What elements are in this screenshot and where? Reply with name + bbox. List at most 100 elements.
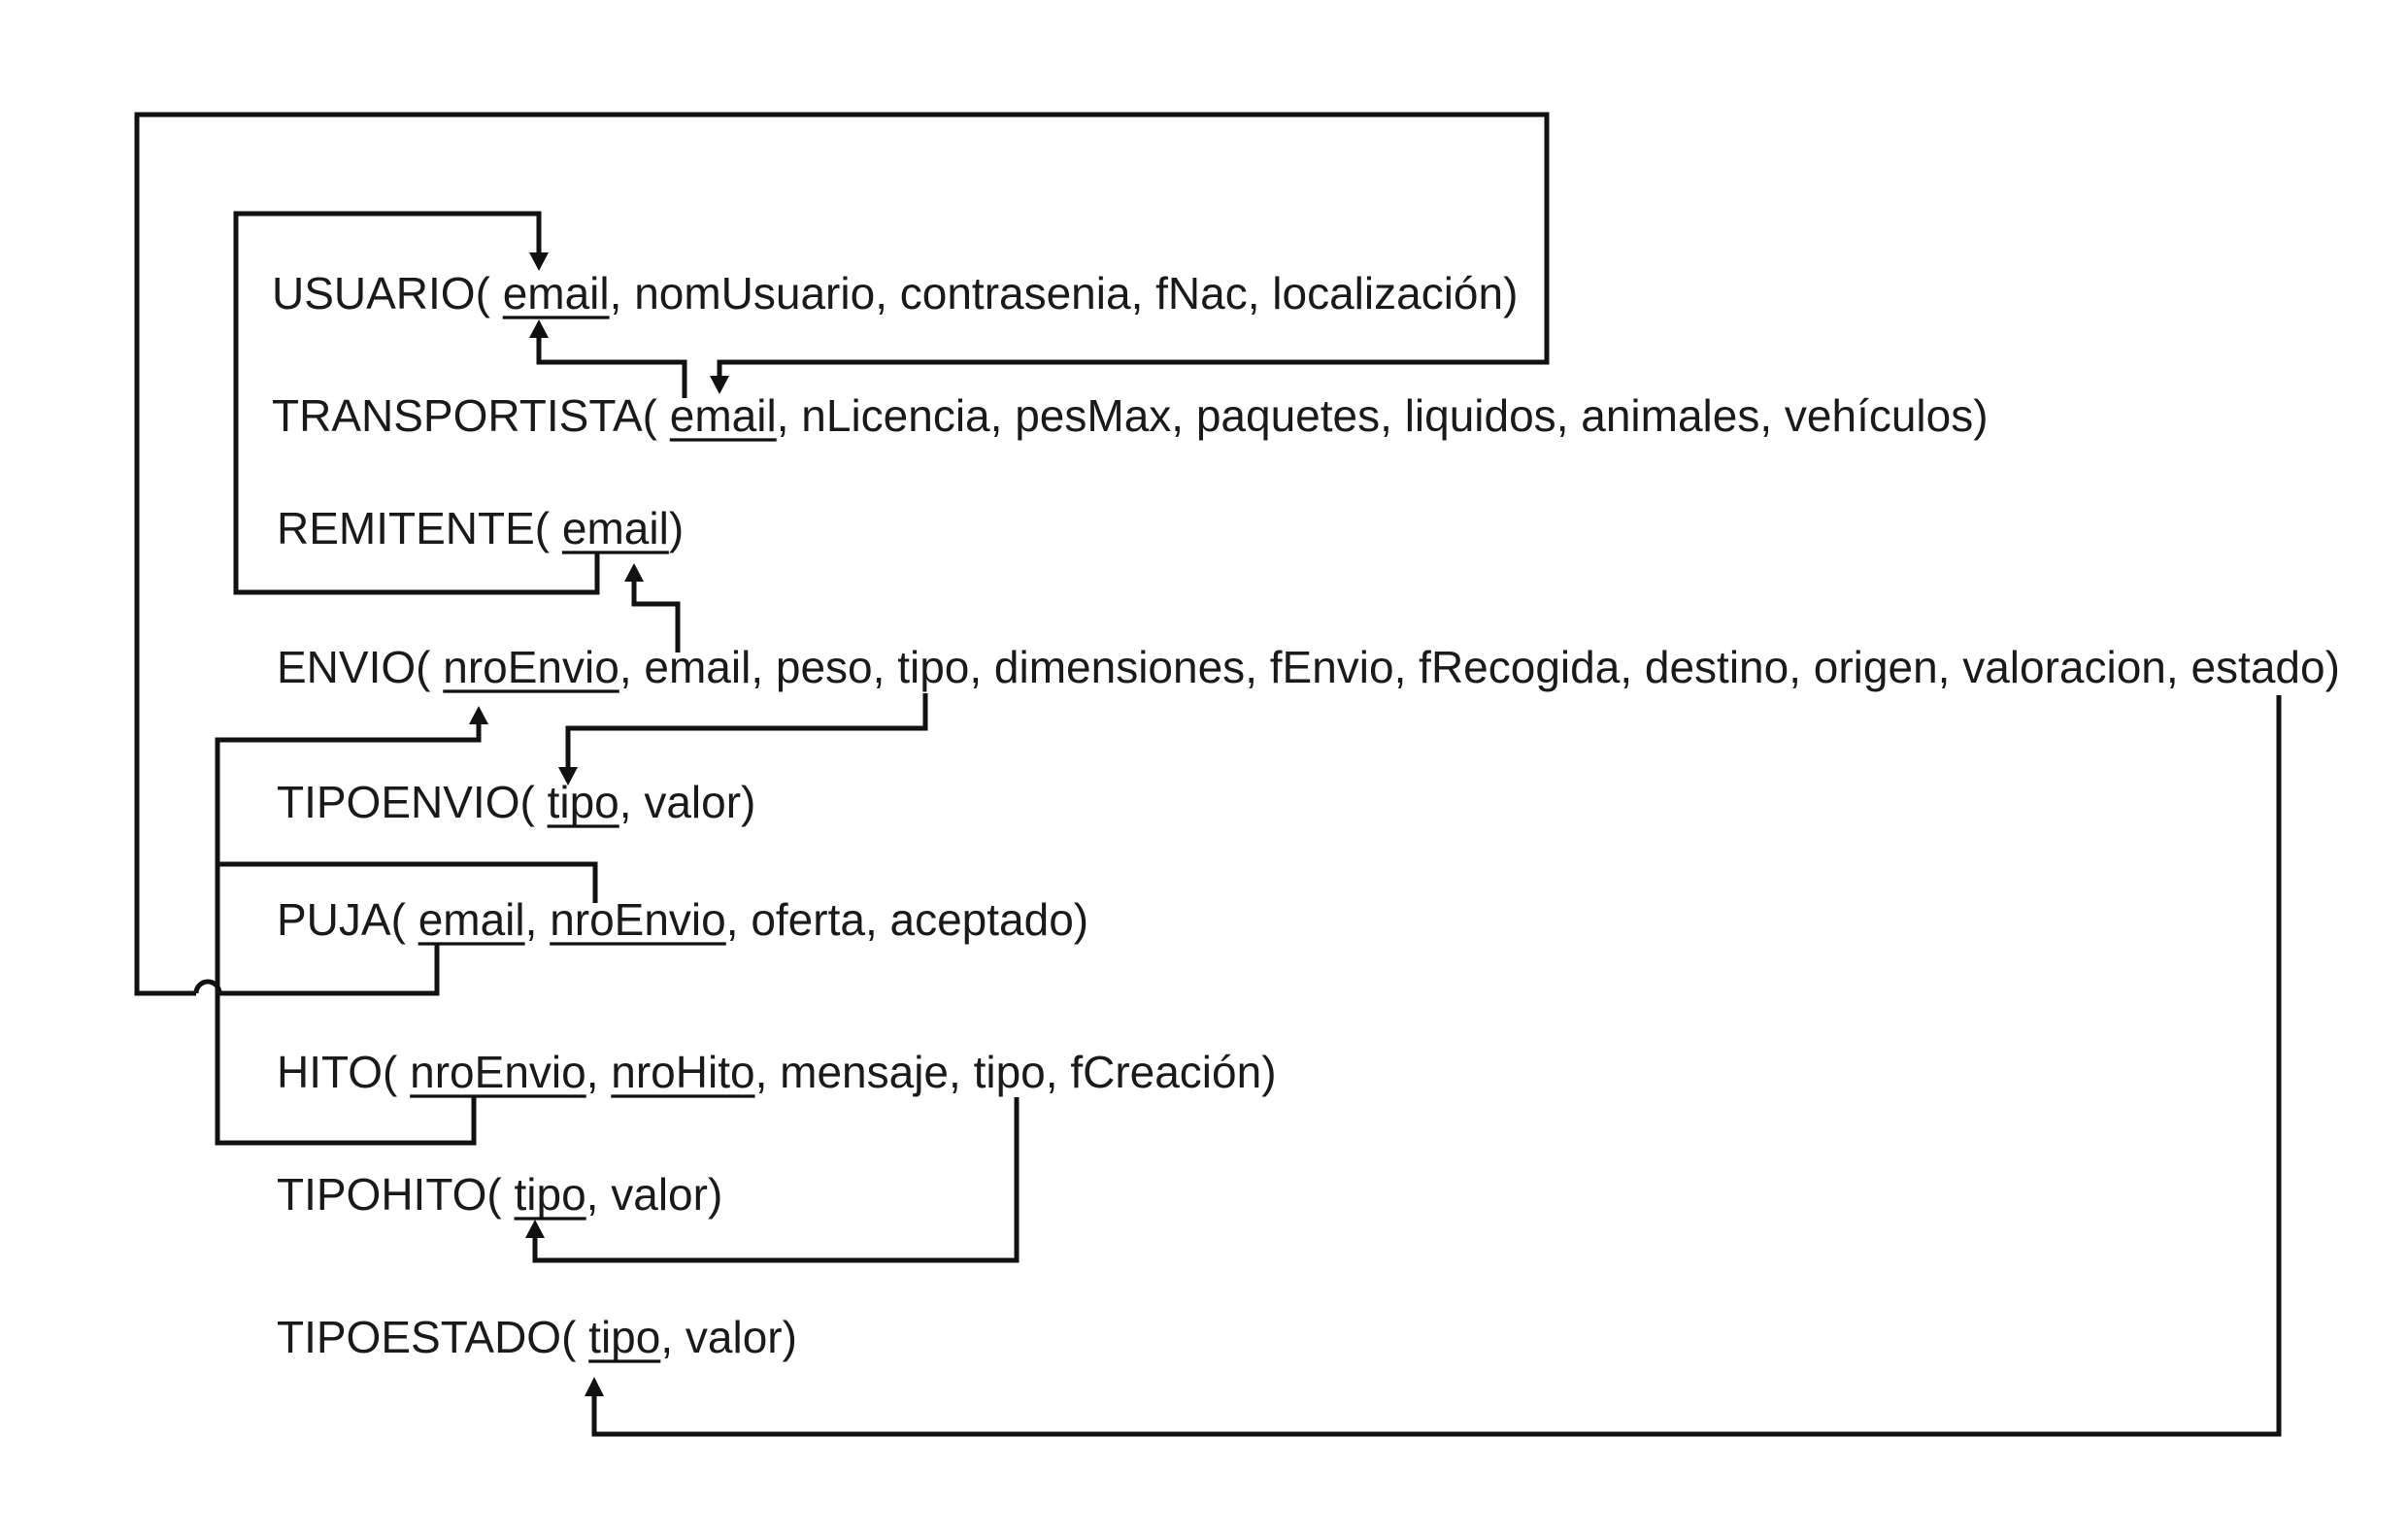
separator: , [949, 1047, 974, 1097]
separator: , [1245, 642, 1270, 692]
primary-key-attribute: email [418, 894, 525, 945]
primary-key-attribute: nroEnvio [410, 1047, 586, 1097]
primary-key-attribute: tipo [588, 1312, 660, 1362]
primary-key-attribute: email [562, 503, 669, 553]
separator: , [755, 1047, 781, 1097]
fk-envio-nroenvio-arrowhead [469, 706, 488, 724]
attribute: valor [611, 1169, 708, 1220]
fk-transportista-usuario-line [536, 335, 687, 398]
separator: , [610, 268, 635, 318]
relation-envio: ENVIO( nroEnvio, email, peso, tipo, dime… [277, 642, 2340, 692]
attribute: destino [1645, 642, 1789, 692]
relation-name: USUARIO( [272, 268, 503, 318]
fk-hito-tipohito-arrowhead [525, 1220, 545, 1238]
attribute: fRecogida [1419, 642, 1621, 692]
separator: ) [1074, 894, 1088, 945]
separator: , [1248, 268, 1273, 318]
separator: , [1171, 390, 1196, 441]
separator: , [865, 894, 890, 945]
separator: , [990, 390, 1016, 441]
attribute: origen [1814, 642, 1938, 692]
fk-envio-remitente-arrowhead [624, 563, 644, 582]
primary-key-attribute: nroEnvio [550, 894, 726, 945]
attribute: liquidos [1405, 390, 1556, 441]
fk-envio-tipoestado-line [591, 695, 2282, 1437]
relation-transportista: TRANSPORTISTA( email, nLicencia, pesMax,… [272, 390, 1989, 441]
separator: ) [1261, 1047, 1276, 1097]
separator: , [586, 1047, 612, 1097]
separator: , [1620, 642, 1645, 692]
primary-key-attribute: tipo [515, 1169, 586, 1220]
fk-remitente-usuario-line [233, 211, 600, 595]
attribute: valor [644, 777, 741, 827]
separator: , [619, 642, 645, 692]
separator: , [777, 390, 802, 441]
fk-puja-transportista-line-outer [134, 112, 1550, 996]
separator: , [873, 642, 898, 692]
fk-puja-envio-line [217, 861, 598, 903]
separator: , [1394, 642, 1420, 692]
attribute: localización [1272, 268, 1503, 318]
fk-hito-tipohito-line [532, 1097, 1020, 1263]
primary-key-attribute: email [670, 390, 777, 441]
fk-envio-tipoestado-arrowhead [585, 1377, 604, 1396]
attribute: aceptado [890, 894, 1074, 945]
fk-remitente-usuario-arrowhead [529, 252, 549, 271]
relation-usuario: USUARIO( email, nomUsuario, contrasenia,… [272, 268, 1518, 318]
primary-key-attribute: nroEnvio [443, 642, 619, 692]
attribute: fCreación [1070, 1047, 1261, 1097]
separator: , [525, 894, 551, 945]
attribute: pesMax [1015, 390, 1171, 441]
fk-transportista-usuario-arrowhead [529, 319, 549, 338]
separator: ) [783, 1312, 797, 1362]
attribute: vehículos [1785, 390, 1973, 441]
attribute: estado [2191, 642, 2324, 692]
separator: , [1131, 268, 1156, 318]
attribute: nomUsuario [634, 268, 875, 318]
attribute: tipo [974, 1047, 1046, 1097]
separator: , [969, 642, 994, 692]
fk-envio-tipoenvio-line [565, 693, 928, 770]
fk-hito-envio-line [215, 721, 482, 1146]
attribute: dimensiones [994, 642, 1245, 692]
relation-hito: HITO( nroEnvio, nroHito, mensaje, tipo, … [277, 1047, 1277, 1097]
relation-remitente: REMITENTE( email) [277, 503, 684, 553]
relation-puja: PUJA( email, nroEnvio, oferta, aceptado) [277, 894, 1088, 945]
attribute: tipo [897, 642, 969, 692]
primary-key-attribute: email [503, 268, 610, 318]
separator: , [726, 894, 752, 945]
relation-name: REMITENTE( [277, 503, 562, 553]
separator: ) [1973, 390, 1988, 441]
relations: USUARIO( email, nomUsuario, contrasenia,… [272, 268, 2340, 1362]
separator: , [875, 268, 900, 318]
relation-tipoestado: TIPOESTADO( tipo, valor) [277, 1312, 797, 1362]
attribute: paquetes [1196, 390, 1380, 441]
relation-tipohito: TIPOHITO( tipo, valor) [277, 1169, 722, 1220]
fk-puja-transportista-line [219, 944, 440, 996]
separator: ) [741, 777, 755, 827]
primary-key-attribute: tipo [548, 777, 619, 827]
separator: , [1380, 390, 1405, 441]
separator: , [619, 777, 645, 827]
separator: ) [2325, 642, 2340, 692]
relation-name: PUJA( [277, 894, 418, 945]
attribute: email [644, 642, 751, 692]
separator: ) [1503, 268, 1518, 318]
separator: , [1938, 642, 1963, 692]
relation-name: TIPOHITO( [277, 1169, 515, 1220]
attribute: fEnvio [1270, 642, 1394, 692]
separator: , [1556, 390, 1582, 441]
foreign-key-connectors [134, 112, 2282, 1437]
separator: , [1789, 642, 1814, 692]
separator: , [1759, 390, 1785, 441]
attribute: animales [1581, 390, 1759, 441]
relation-tipoenvio: TIPOENVIO( tipo, valor) [277, 777, 755, 827]
separator: , [751, 642, 776, 692]
attribute: peso [776, 642, 873, 692]
separator: , [1046, 1047, 1071, 1097]
fk-envio-remitente-line [631, 580, 681, 652]
relation-name: TIPOESTADO( [277, 1312, 588, 1362]
attribute: valor [686, 1312, 783, 1362]
relation-name: TIPOENVIO( [277, 777, 548, 827]
